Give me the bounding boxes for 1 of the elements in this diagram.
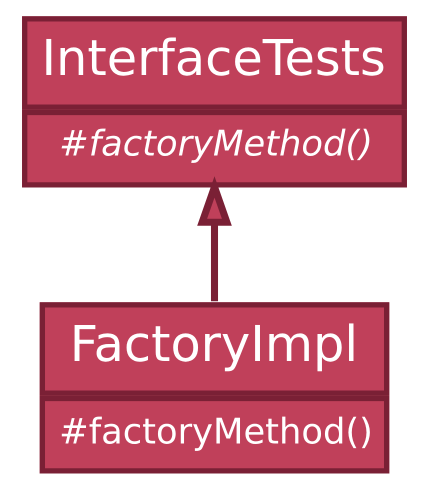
arrow	[196, 176, 232, 302]
